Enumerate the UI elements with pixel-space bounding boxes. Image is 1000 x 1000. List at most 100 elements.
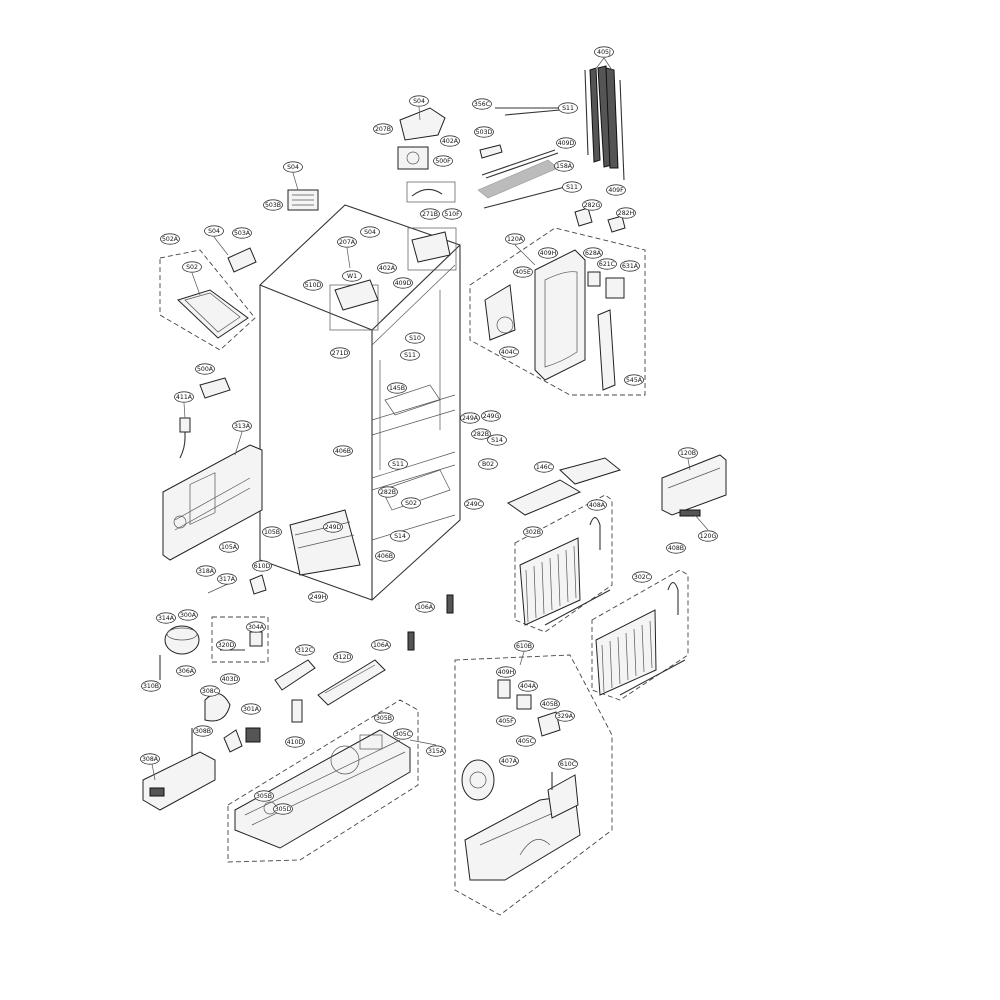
part-callout-503b: 503B (263, 199, 283, 211)
callout-bubble (254, 790, 274, 802)
refrigerator-cabinet (259, 204, 461, 601)
callout-label: 304A (248, 624, 265, 631)
door-gasket-rails (584, 57, 625, 181)
part-callout-406b: 406B (333, 445, 353, 457)
callout-label: S04 (364, 229, 376, 236)
part-callout-106a: 106A (371, 639, 391, 651)
callout-bubble (196, 565, 216, 577)
callout-label: 317A (219, 576, 236, 583)
callout-label: 271B (422, 211, 438, 218)
evaporator-upper (514, 494, 613, 633)
part-callout-502a: 502A (160, 233, 180, 245)
callout-bubble (141, 680, 161, 692)
callout-label: S14 (491, 437, 503, 444)
callout-bubble (409, 95, 429, 107)
callout-bubble (273, 803, 293, 815)
callout-label: 301A (243, 706, 260, 713)
callout-bubble (200, 685, 220, 697)
callout-bubble (393, 277, 413, 289)
part-callout-329a: 329A (555, 710, 575, 722)
callout-bubble (156, 612, 176, 624)
part-callout-408a: 408A (587, 499, 607, 511)
callout-bubble (698, 530, 718, 542)
callout-label: 410D (287, 739, 304, 746)
callout-bubble (401, 497, 421, 509)
callout-bubble (285, 736, 305, 748)
part-callout-302b: 302B (523, 526, 543, 538)
part-callout-145b: 145B (387, 382, 407, 394)
part-callout-s11: S11 (558, 102, 578, 114)
callout-label: 120A (507, 236, 524, 243)
part-callout-s04: S04 (204, 225, 224, 237)
part-callout-s02: S02 (182, 261, 202, 273)
part-callout-282b: 282B (378, 486, 398, 498)
callout-label: 405E (515, 269, 531, 276)
callout-bubble (390, 530, 410, 542)
part-callout-409d: 409D (556, 137, 576, 149)
callout-label: S11 (392, 461, 404, 468)
part-callout-158a: 158A (554, 160, 574, 172)
callout-bubble (538, 247, 558, 259)
part-callout-249c: 249C (464, 498, 484, 510)
part-callout-271d: 271D (330, 347, 350, 359)
callout-label: 305B (376, 715, 392, 722)
part-callout-405j: 405J (594, 46, 614, 58)
callout-label: 282G (584, 202, 601, 209)
callout-label: 300A (180, 612, 197, 619)
callout-bubble (534, 461, 554, 473)
callout-bubble (481, 410, 501, 422)
callout-label: 411A (176, 394, 193, 401)
part-callout-317a: 317A (217, 573, 237, 585)
callout-bubble (377, 262, 397, 274)
callout-bubble (513, 266, 533, 278)
callout-bubble (303, 279, 323, 291)
part-callout-s11: S11 (562, 181, 582, 193)
callout-bubble (378, 486, 398, 498)
part-callout-s11: S11 (388, 458, 408, 470)
callout-label: 402A (442, 138, 459, 145)
callout-label: 356C (474, 101, 490, 108)
callout-label: 308A (142, 756, 159, 763)
part-callout-405c: 405C (516, 735, 536, 747)
callout-bubble (220, 673, 240, 685)
callout-bubble (195, 363, 215, 375)
callout-bubble (219, 541, 239, 553)
callout-label: S02 (186, 264, 198, 271)
callout-bubble (342, 270, 362, 282)
callout-bubble (182, 261, 202, 273)
callout-bubble (420, 208, 440, 220)
part-callout-w1: W1 (342, 270, 362, 282)
callout-label: 207A (339, 239, 356, 246)
callout-bubble (176, 665, 196, 677)
part-callout-105b: 105B (262, 526, 282, 538)
part-callout-510d: 510D (303, 279, 323, 291)
part-callout-249g: 249G (481, 410, 501, 422)
callout-bubble (374, 712, 394, 724)
part-callout-302c: 302C (632, 571, 652, 583)
callout-bubble (393, 728, 413, 740)
callout-label: S04 (413, 98, 425, 105)
callout-label: 405F (498, 718, 514, 725)
callout-label: 402A (379, 265, 396, 272)
evaporator-cover-assembly (469, 207, 646, 396)
callout-label: 158A (556, 163, 573, 170)
callout-label: 510D (305, 282, 322, 289)
callout-label: 409D (558, 140, 575, 147)
callout-bubble (516, 735, 536, 747)
callout-bubble (217, 573, 237, 585)
callout-bubble (400, 349, 420, 361)
callout-label: 320D (218, 642, 235, 649)
callout-label: 120B (680, 450, 696, 457)
callout-bubble (678, 447, 698, 459)
callout-label: 318A (198, 568, 215, 575)
callout-label: 405J (597, 49, 611, 56)
part-callout-249a: 249A (460, 412, 480, 424)
part-callout-312c: 312C (295, 644, 315, 656)
callout-bubble (558, 102, 578, 114)
evaporator-lower (591, 569, 689, 701)
callout-bubble (263, 199, 283, 211)
part-callout-s11: S11 (400, 349, 420, 361)
callout-label: 305D (275, 806, 292, 813)
callout-bubble (371, 639, 391, 651)
callout-label: S02 (405, 500, 417, 507)
